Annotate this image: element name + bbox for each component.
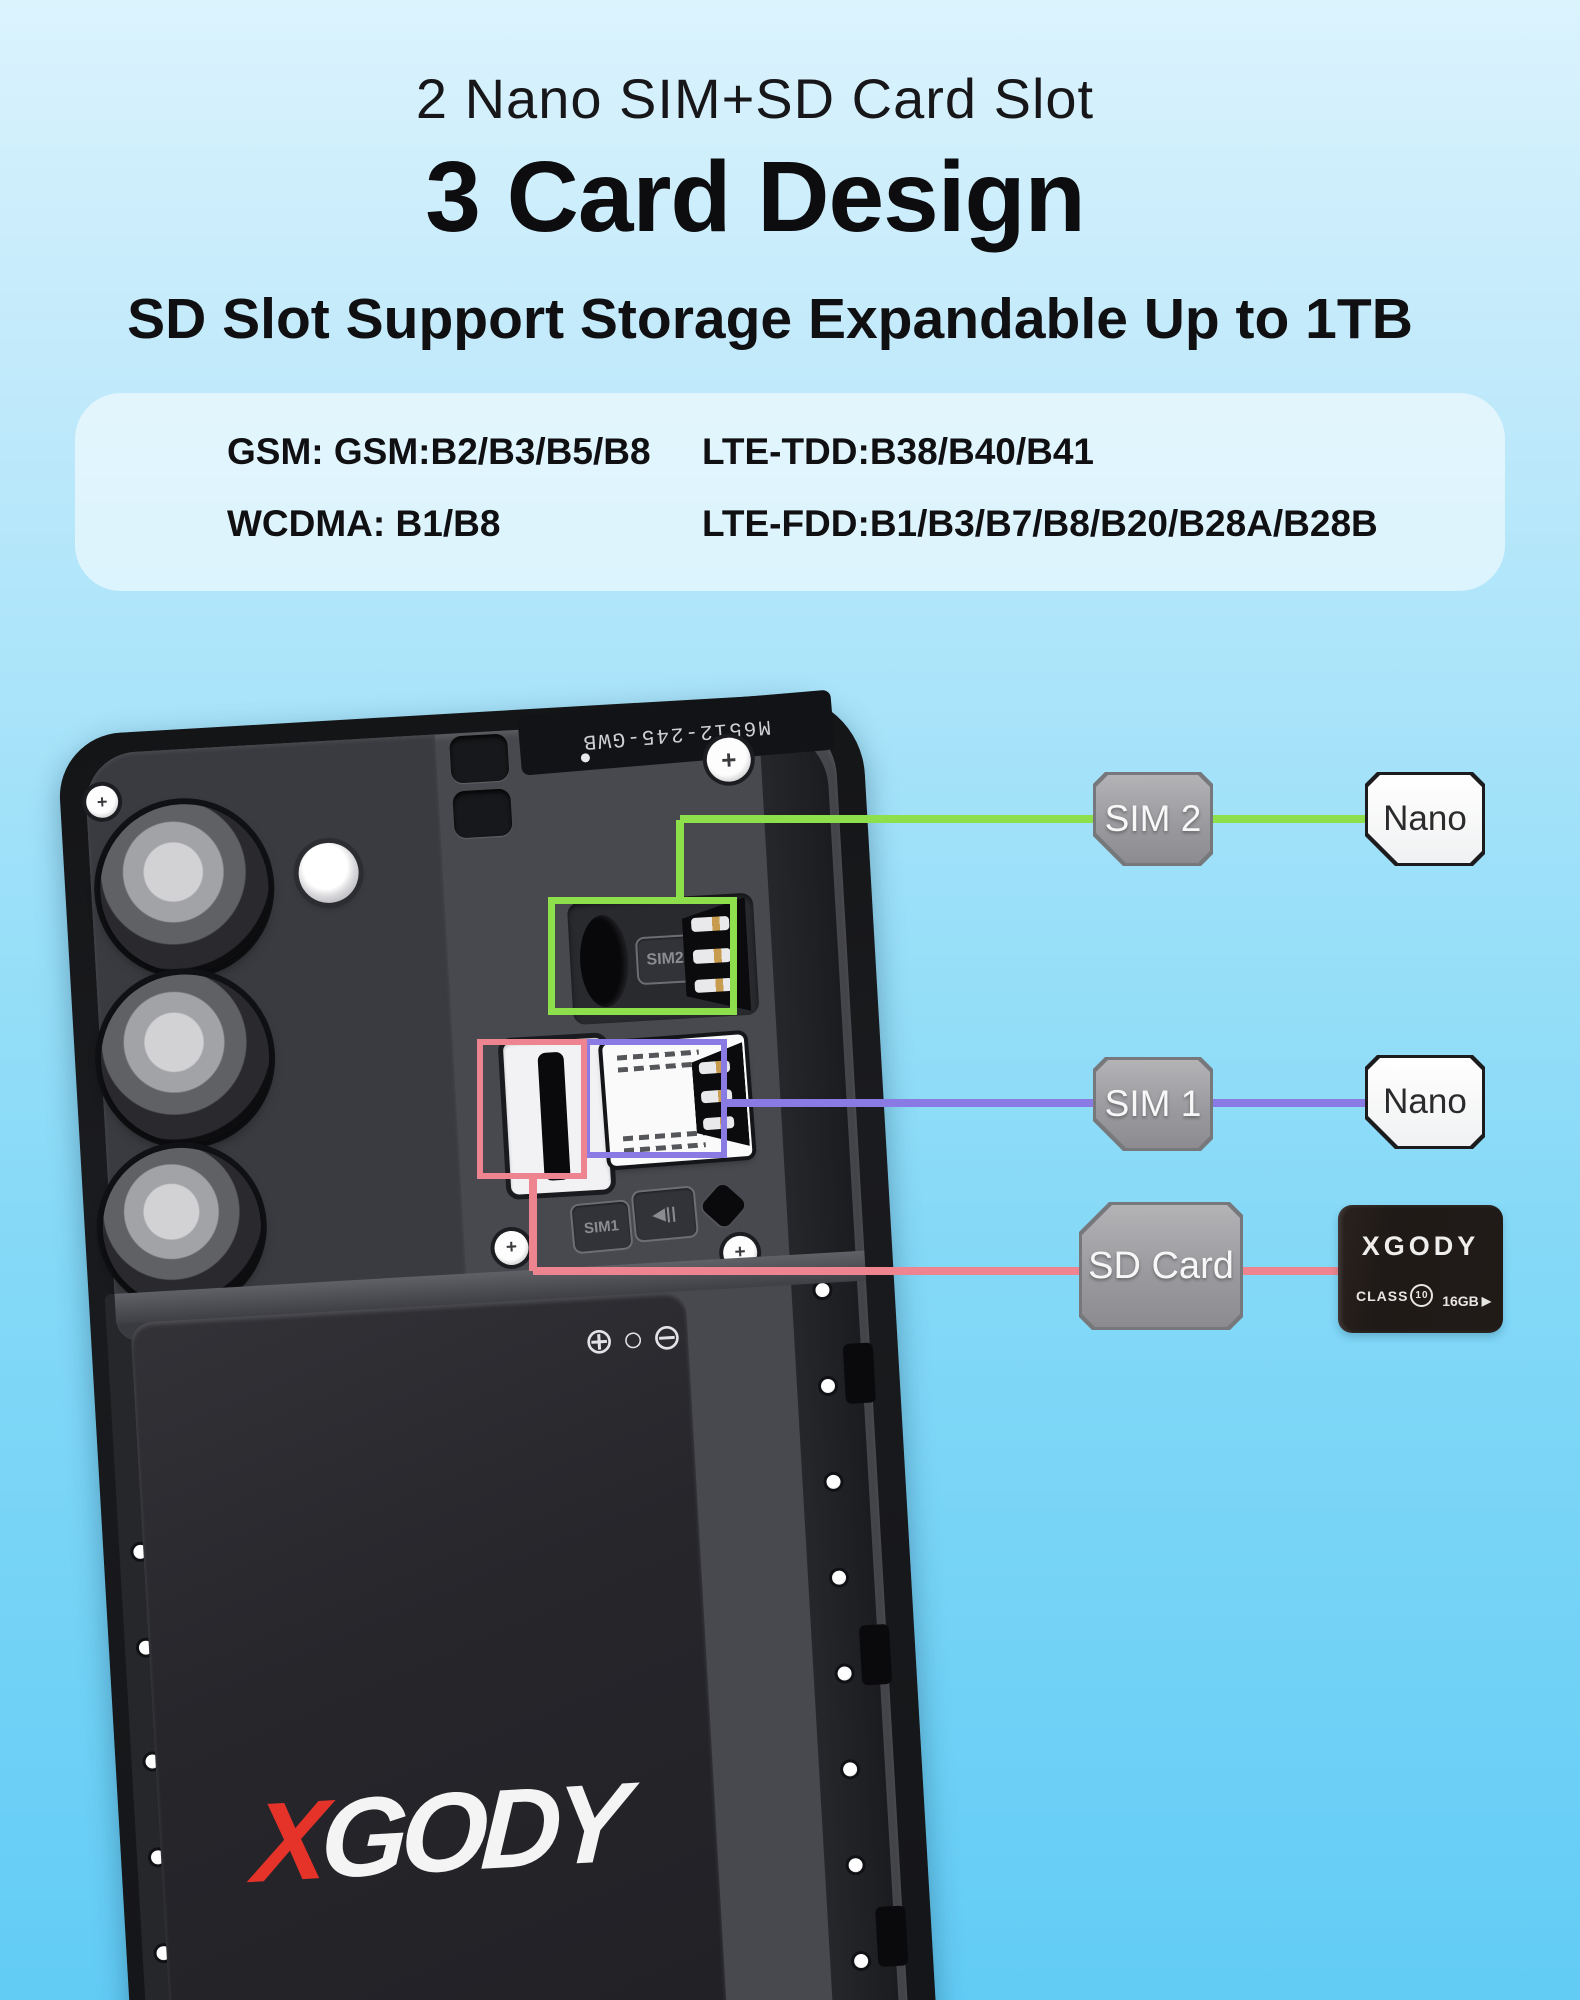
brand-letter-x: X — [250, 1776, 325, 1907]
sd-card-brand: XGODY — [1361, 1231, 1480, 1261]
screw-hole — [848, 1857, 864, 1873]
sd-card-class: CLASS 10 — [1356, 1284, 1434, 1307]
sd-card-tag-label: SD Card — [1082, 1205, 1240, 1327]
frame-clip — [875, 1905, 909, 1968]
spec-gsm: GSM: GSM:B2/B3/B5/B8 — [227, 431, 651, 473]
sd-highlight-box — [477, 1039, 587, 1179]
sim1-tag-label: SIM 1 — [1096, 1060, 1210, 1148]
sd-card-tag: SD Card — [1079, 1202, 1243, 1330]
headline-main: 3 Card Design — [425, 141, 1085, 253]
sd-callout-line — [533, 1267, 1080, 1275]
screw-hole — [815, 1282, 830, 1298]
sim1-nano-tag: Nano — [1365, 1055, 1485, 1149]
sim1-highlight-box — [584, 1039, 727, 1158]
sd-card-arrow-icon: ▶ — [1481, 1294, 1491, 1308]
sd-card-capacity-value: 16GB — [1442, 1293, 1479, 1309]
screw-hole — [826, 1474, 841, 1490]
spec-gsm-label: GSM: — [227, 431, 324, 472]
flash-icon — [296, 841, 361, 905]
battery-brand-logo: XGODY — [157, 1752, 718, 1914]
sd-callout-line — [1243, 1267, 1338, 1275]
sim2-callout-line — [680, 815, 1093, 823]
sim2-callout-line — [676, 820, 684, 904]
band-spec-panel: GSM: GSM:B2/B3/B5/B8 WCDMA: B1/B8 LTE-TD… — [75, 393, 1505, 591]
battery: ⊕○⊖ XGODY — [130, 1291, 734, 2000]
camera-lens-icon — [98, 1143, 266, 1311]
headline-sub: SD Slot Support Storage Expandable Up to… — [127, 287, 1413, 351]
sim1-nano-label: Nano — [1368, 1058, 1482, 1146]
sim1-tag: SIM 1 — [1093, 1057, 1213, 1151]
panel-cutout — [449, 733, 510, 784]
spec-gsm-value: GSM:B2/B3/B5/B8 — [333, 431, 651, 472]
panel-cutout — [452, 788, 513, 839]
camera-panel — [83, 734, 469, 1342]
speaker-icon: ◀|| — [630, 1185, 700, 1243]
frame-clip — [842, 1342, 877, 1404]
sim2-highlight-box — [548, 897, 737, 1015]
phone-photo: M6512-245-GWB + + + + SIM2 — [56, 689, 942, 2000]
brand-letters-gody: GODY — [318, 1759, 626, 1903]
sim2-nano-label: Nano — [1368, 775, 1482, 863]
sim2-tag: SIM 2 — [1093, 772, 1213, 866]
screw-hole — [831, 1570, 847, 1586]
sd-card-class-text: CLASS — [1356, 1287, 1409, 1304]
sim2-callout-line — [1213, 815, 1365, 823]
sim1-engraving: SIM1 — [569, 1199, 634, 1255]
sd-callout-line — [529, 1179, 537, 1271]
screw-hole — [853, 1953, 869, 1969]
sd-card-capacity: 16GB ▶ — [1442, 1293, 1491, 1309]
sim2-tag-label: SIM 2 — [1096, 775, 1210, 863]
sd-card-image: XGODY CLASS 10 16GB ▶ — [1338, 1205, 1503, 1333]
headline-top: 2 Nano SIM+SD Card Slot — [415, 67, 1095, 130]
battery-polarity-icons: ⊕○⊖ — [582, 1314, 692, 1362]
spec-wcdma: WCDMA: B1/B8 — [227, 503, 500, 545]
screw-hole — [820, 1378, 836, 1394]
screw-hole — [842, 1761, 858, 1777]
sd-card-class-number: 10 — [1410, 1284, 1434, 1307]
spec-wcdma-value: B1/B8 — [395, 503, 501, 544]
spec-lte-fdd: LTE-FDD:B1/B3/B7/B8/B20/B28A/B28B — [702, 503, 1378, 544]
sim1-callout-line — [727, 1099, 1093, 1107]
camera-lens-icon — [95, 799, 273, 977]
spec-lte-tdd: LTE-TDD:B38/B40/B41 — [702, 431, 1095, 472]
spec-wcdma-label: WCDMA: — [227, 503, 386, 544]
screw-hole — [837, 1666, 852, 1681]
sim1-callout-line — [1213, 1099, 1365, 1107]
camera-lens-icon — [96, 969, 274, 1148]
frame-clip — [858, 1623, 893, 1686]
flex-dot — [580, 752, 591, 763]
sim2-nano-tag: Nano — [1365, 772, 1485, 866]
